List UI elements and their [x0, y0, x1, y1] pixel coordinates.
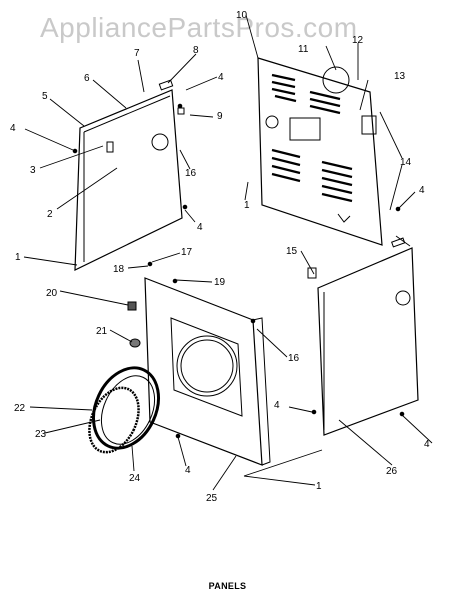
left-side-panel — [74, 79, 185, 271]
callout-11: 11 — [298, 44, 309, 55]
leader-lines — [23, 14, 433, 491]
callout-23: 23 — [35, 429, 47, 440]
back-panel — [257, 57, 383, 246]
callout-8: 8 — [193, 45, 199, 56]
callout-4: 4 — [10, 123, 16, 134]
callout-12: 12 — [352, 35, 364, 46]
callout-7: 7 — [134, 48, 140, 59]
callout-14: 14 — [400, 157, 412, 168]
callout-13: 13 — [394, 71, 406, 82]
callout-17: 17 — [181, 247, 193, 258]
callout-3: 3 — [30, 165, 36, 176]
callout-4: 4 — [197, 222, 203, 233]
callout-2: 2 — [47, 209, 53, 220]
callout-16: 16 — [288, 353, 300, 364]
callout-18: 18 — [113, 264, 125, 275]
callout-1: 1 — [316, 481, 322, 492]
watermark: AppliancePartsPros.com — [40, 12, 358, 43]
callout-16: 16 — [185, 168, 197, 179]
callout-4: 4 — [424, 439, 430, 450]
callout-4: 4 — [274, 400, 280, 411]
callout-4: 4 — [419, 185, 425, 196]
diagram-caption: PANELS — [208, 581, 247, 591]
callout-24: 24 — [129, 473, 141, 484]
callout-26: 26 — [386, 466, 398, 477]
callout-labels: 1 1 1 2 3 4 4 4 4 4 4 4 5 6 7 8 9 10 11 … — [10, 10, 430, 504]
screws — [72, 103, 405, 439]
front-panel — [127, 277, 271, 466]
callout-6: 6 — [84, 73, 90, 84]
callout-19: 19 — [214, 277, 226, 288]
callout-15: 15 — [286, 246, 298, 257]
callout-5: 5 — [42, 91, 48, 102]
callout-10: 10 — [236, 10, 248, 21]
callout-20: 20 — [46, 288, 58, 299]
callout-25: 25 — [206, 493, 218, 504]
callout-22: 22 — [14, 403, 26, 414]
callout-9: 9 — [217, 111, 223, 122]
callout-21: 21 — [96, 326, 108, 337]
callout-1: 1 — [15, 252, 21, 263]
right-side-panel — [307, 237, 419, 436]
callout-4: 4 — [185, 465, 191, 476]
callout-1: 1 — [244, 200, 250, 211]
door-seal-ring — [88, 366, 160, 454]
callout-4: 4 — [218, 72, 224, 83]
